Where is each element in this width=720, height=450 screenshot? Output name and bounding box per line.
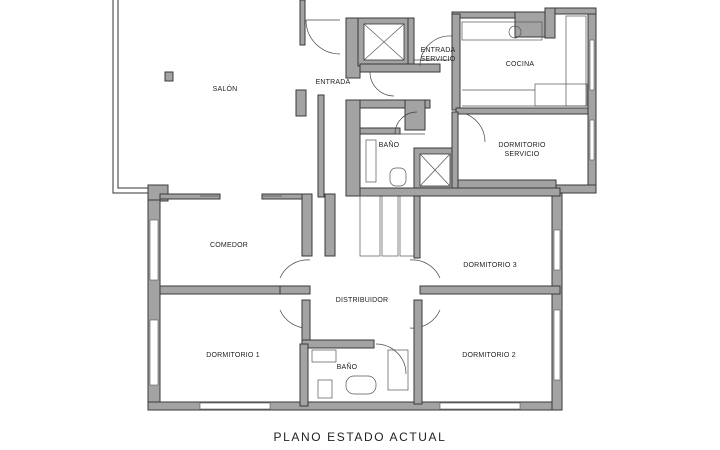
- label-entrada-servicio-1: ENTRADA: [421, 47, 456, 54]
- bano-2-walls: [299, 339, 409, 407]
- outer-walls: [147, 7, 597, 411]
- room-labels: SALÓN ENTRADA ENTRADA SERVICIO COCINA BA…: [206, 47, 546, 371]
- entrada-walls: [305, 17, 361, 198]
- corridor-closets: [359, 195, 421, 259]
- label-entrada-servicio-2: SERVICIO: [421, 56, 456, 63]
- label-dormitorio-2: DORMITORIO 2: [462, 352, 516, 359]
- service-entry-walls: [359, 13, 461, 111]
- label-dormitorio-servicio-2: SERVICIO: [505, 151, 540, 158]
- salon-outline: [112, 0, 307, 202]
- plan-title: PLANO ESTADO ACTUAL: [273, 430, 447, 444]
- label-dormitorio-servicio-1: DORMITORIO: [498, 142, 546, 149]
- lift-bottom: [413, 147, 457, 193]
- kitchen-counter: [461, 15, 588, 107]
- label-bano-1: BAÑO: [379, 140, 400, 149]
- bano-1-walls: [359, 99, 589, 197]
- label-dormitorio-3: DORMITORIO 3: [463, 262, 517, 269]
- label-distribuidor: DISTRIBUIDOR: [336, 297, 389, 304]
- label-comedor: COMEDOR: [210, 242, 248, 249]
- lift-top: [357, 17, 411, 67]
- label-dormitorio-1: DORMITORIO 1: [206, 352, 260, 359]
- salon-column: [164, 71, 174, 82]
- label-salon: SALÓN: [213, 84, 238, 93]
- label-bano-2: BAÑO: [337, 362, 358, 371]
- label-entrada: ENTRADA: [316, 79, 351, 86]
- distribuidor-doors: [279, 259, 561, 405]
- label-cocina: COCINA: [506, 61, 535, 68]
